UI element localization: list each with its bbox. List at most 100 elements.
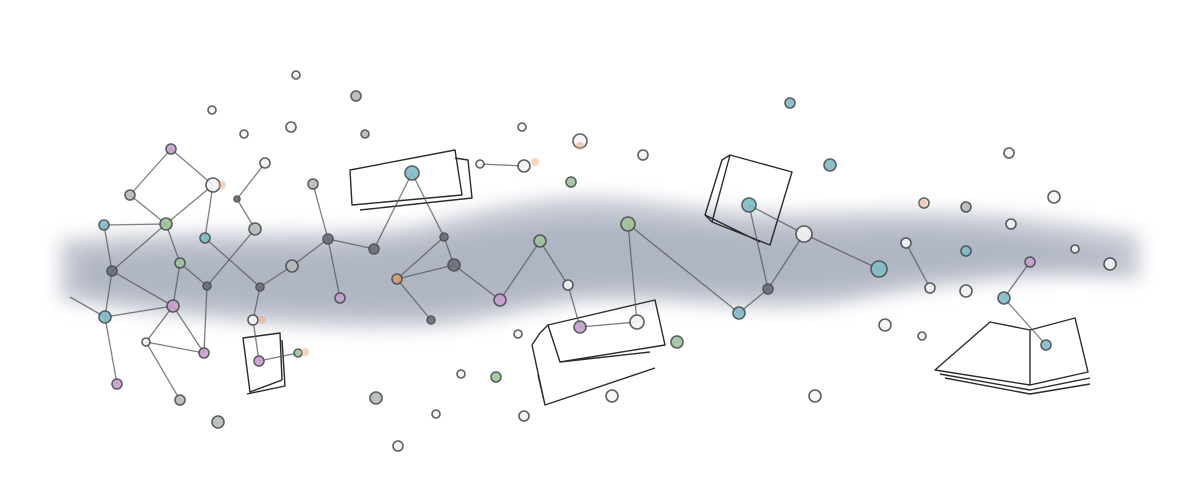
network-edge [104,270,113,318]
network-edge [411,172,445,238]
network-edge [479,163,525,167]
network-edge [803,233,880,270]
network-node [106,265,118,277]
network-edge [145,305,174,343]
open-book [934,317,1091,395]
network-nodes [98,70,1117,452]
network-node [248,222,262,236]
orange-smudge [301,348,309,356]
orange-smudge [576,142,584,150]
network-node [732,306,746,320]
network-edge [236,162,266,200]
network-edge [579,321,638,328]
network-edge [396,264,455,280]
network-node [762,283,774,295]
network-edge [748,204,805,235]
network-edge [111,223,167,272]
network-node [198,347,210,359]
network-node [475,159,485,169]
network-node [517,122,527,132]
network-edge [396,236,445,280]
grey-brush-band [60,196,1140,329]
network-node [447,258,461,272]
network-node [291,70,301,80]
network-edge [145,341,205,354]
network-node [518,410,530,422]
network-node [878,318,892,332]
network-edge [103,223,167,226]
network-node [918,197,930,209]
network-node [98,310,112,324]
network-edge [179,262,208,287]
network-node [207,105,217,115]
network-node [493,293,507,307]
network-node [285,121,297,133]
network-edge [129,194,167,225]
network-node [247,314,259,326]
network-edge [172,305,205,354]
network-node [924,282,936,294]
network-node [917,331,927,341]
network-node [572,133,588,149]
document-card-top [349,149,473,211]
network-edge [627,223,638,323]
network-node [124,189,136,201]
network-node [670,335,684,349]
network-node [431,409,441,419]
network-node [253,355,265,367]
network-edge [748,204,769,290]
network-edge [312,183,329,240]
network-edge [165,184,214,225]
network-edge [111,270,174,307]
network-node [369,391,383,405]
orange-smudge [258,316,266,324]
orange-smudge [218,181,226,189]
network-edge [145,341,181,401]
network-node [573,320,587,334]
network-node [823,158,837,172]
network-node [997,291,1011,305]
network-edge [291,238,329,267]
network-node [350,90,362,102]
network-node [391,273,403,285]
network-edge [252,319,260,362]
network-node [1040,339,1052,351]
document-card-tilted [704,154,793,246]
network-edge [373,172,413,250]
network-edge [165,223,181,264]
network-edge [104,316,118,385]
network-node [456,369,466,379]
network-node [517,159,531,173]
network-edge [627,223,740,314]
network-edge [499,240,541,301]
network-edge [170,148,214,186]
network-edge [258,352,299,362]
network-node [239,129,249,139]
network-node [870,260,888,278]
network-node [392,440,404,452]
network-node [174,257,186,269]
network-node [562,279,574,291]
network-edge [396,278,432,321]
network-node [605,389,619,403]
network-node [629,314,645,330]
network-node [98,219,110,231]
network-node [111,378,123,390]
network-edge [204,237,261,288]
network-node [233,195,241,203]
network-node [1003,147,1015,159]
network-node [960,201,972,213]
network-node [795,225,813,243]
network-node [368,243,380,255]
network-edge [172,262,181,307]
network-node [199,232,211,244]
network-edge [204,184,214,239]
network-node [307,178,319,190]
network-node [513,329,523,339]
orange-smudge [531,158,539,166]
network-node [159,217,173,231]
network-edge [1003,297,1047,346]
network-node [741,197,757,213]
brush-band-core [80,219,1120,312]
